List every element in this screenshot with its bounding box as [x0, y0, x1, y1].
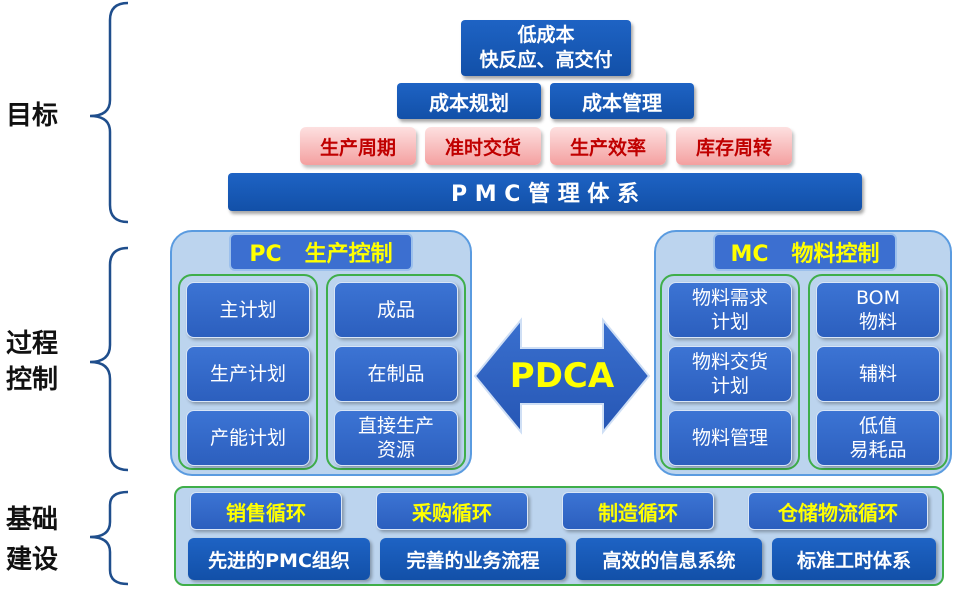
mc-left-group [660, 274, 800, 470]
base-pmc-organization: 先进的PMC组织 [188, 538, 370, 580]
pc-direct-resources: 直接生产 资源 [334, 410, 458, 466]
pc-left-group [178, 274, 318, 470]
base-loop-manufacturing: 制造循环 [562, 492, 714, 530]
mc-auxiliary-material: 辅料 [816, 346, 940, 402]
pdca-double-arrow [473, 317, 651, 435]
base-loop-purchasing: 采购循环 [376, 492, 528, 530]
section-label-goal: 目标 [6, 101, 59, 131]
goal-on-time-delivery: 准时交货 [425, 127, 541, 165]
pdca-label: PDCA [509, 356, 615, 396]
pc-production-plan: 生产计划 [186, 346, 310, 402]
mc-title: MC 物料控制 [713, 233, 897, 271]
mc-right-group [808, 274, 948, 470]
base-information-system: 高效的信息系统 [576, 538, 762, 580]
base-business-process: 完善的业务流程 [380, 538, 566, 580]
mc-material-requirement-plan: 物料需求 计划 [668, 282, 792, 338]
pc-master-plan: 主计划 [186, 282, 310, 338]
pc-title: PC 生产控制 [229, 233, 413, 271]
mc-bom-material: BOM 物料 [816, 282, 940, 338]
pc-capacity-plan: 产能计划 [186, 410, 310, 466]
pc-finished-goods: 成品 [334, 282, 458, 338]
goal-production-efficiency: 生产效率 [550, 127, 666, 165]
base-standard-hours: 标准工时体系 [772, 538, 936, 580]
goal-inventory-turnover: 库存周转 [676, 127, 792, 165]
goal-cost-management: 成本管理 [550, 83, 694, 119]
section-label-base-2: 建设 [6, 545, 59, 575]
pc-wip: 在制品 [334, 346, 458, 402]
section-label-process-1: 过程 [6, 329, 59, 359]
section-label-base-1: 基础 [6, 505, 59, 535]
mc-material-delivery-plan: 物料交货 计划 [668, 346, 792, 402]
base-loop-sales: 销售循环 [190, 492, 342, 530]
section-label-process-2: 控制 [6, 365, 59, 395]
mc-low-value-consumables: 低值 易耗品 [816, 410, 940, 466]
section-braces [89, 1, 129, 586]
goal-cost-planning: 成本规划 [397, 83, 541, 119]
goal-top-box: 低成本 快反应、高交付 [461, 20, 631, 76]
goal-production-cycle: 生产周期 [300, 127, 416, 165]
mc-material-management: 物料管理 [668, 410, 792, 466]
pc-right-group [326, 274, 466, 470]
base-loop-warehouse-logistics: 仓储物流循环 [748, 492, 928, 530]
pmc-system-bar: P M C 管 理 体 系 [228, 173, 862, 211]
